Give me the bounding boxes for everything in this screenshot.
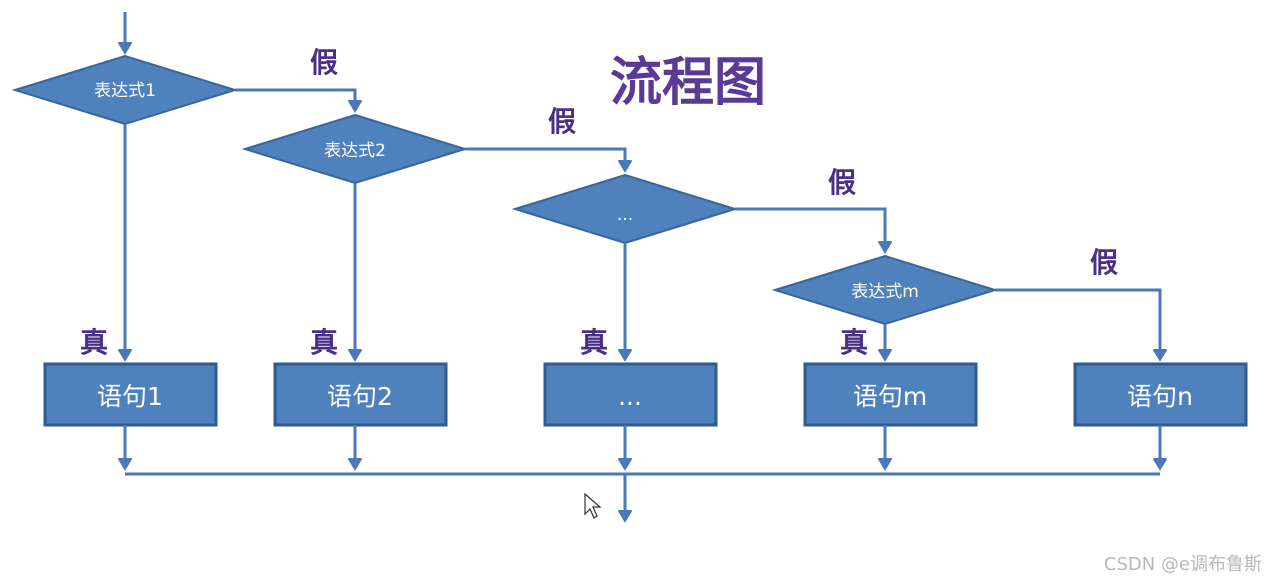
- watermark: CSDN @e调布鲁斯: [1104, 554, 1262, 575]
- statement-label-2: 语句2: [327, 382, 393, 411]
- false-label-4: 假: [1090, 246, 1118, 279]
- condition-label-1: 表达式1: [94, 81, 156, 101]
- false-label-1: 假: [310, 46, 338, 79]
- true-label-2: 真: [310, 326, 338, 359]
- condition-label-2: 表达式2: [324, 141, 386, 161]
- false-arrow-1: [235, 88, 355, 110]
- false-arrow-m: [995, 288, 1160, 359]
- statement-box-m: [803, 362, 978, 427]
- statement-box-ellipsis: [543, 362, 718, 427]
- true-label-1: 真: [80, 326, 108, 359]
- false-arrow-ellipsis: [735, 207, 885, 251]
- condition-label-m: 表达式m: [851, 282, 919, 302]
- condition-label-ellipsis: ...: [617, 205, 633, 225]
- statement-label-ellipsis: ...: [618, 382, 642, 411]
- cursor-icon: [584, 492, 602, 519]
- diagram-title: 流程图: [610, 52, 766, 113]
- statement-box-n: [1073, 362, 1248, 427]
- true-label-3: 真: [580, 326, 608, 359]
- statement-box-1: [43, 362, 218, 427]
- true-label-4: 真: [840, 326, 868, 359]
- statement-label-1: 语句1: [97, 382, 163, 411]
- false-label-3: 假: [828, 166, 856, 199]
- statement-label-m: 语句m: [853, 382, 927, 411]
- false-label-2: 假: [548, 105, 576, 138]
- false-arrow-2: [465, 147, 625, 170]
- statement-label-n: 语句n: [1127, 382, 1193, 411]
- statement-box-2: [273, 362, 448, 427]
